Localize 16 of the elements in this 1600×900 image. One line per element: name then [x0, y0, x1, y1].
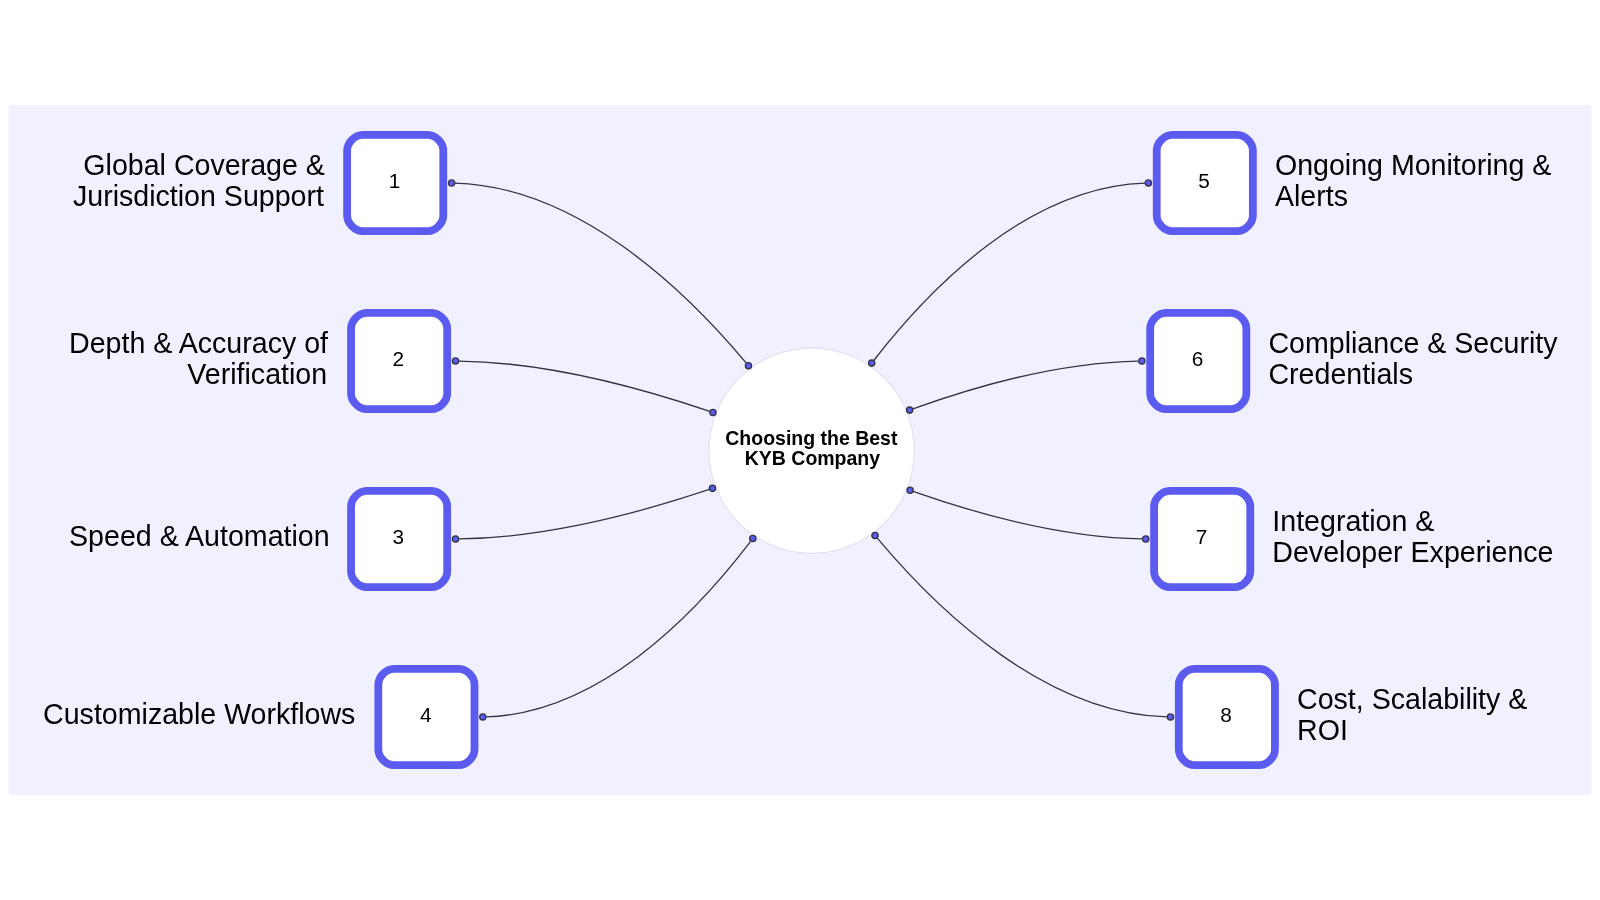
connector [447, 179, 753, 370]
connector [867, 179, 1153, 367]
connector [479, 534, 757, 721]
node-label: Ongoing Monitoring & Alerts [1274, 148, 1552, 212]
node-label: Cost, Scalability & ROI [1297, 682, 1528, 746]
connector [451, 357, 717, 417]
node-label: Compliance & Security Credentials [1268, 326, 1558, 390]
node-label: Integration & Developer Experience [1272, 504, 1554, 568]
node-label: Speed & Automation [69, 520, 330, 553]
node-label: Depth & Accuracy of Verification [69, 326, 328, 390]
connector [905, 357, 1146, 414]
node-label: Global Coverage & Jurisdiction Support [72, 148, 325, 212]
connector [906, 486, 1150, 543]
connector [871, 531, 1175, 721]
connector [451, 484, 717, 543]
node-label: Customizable Workflows [43, 698, 356, 731]
